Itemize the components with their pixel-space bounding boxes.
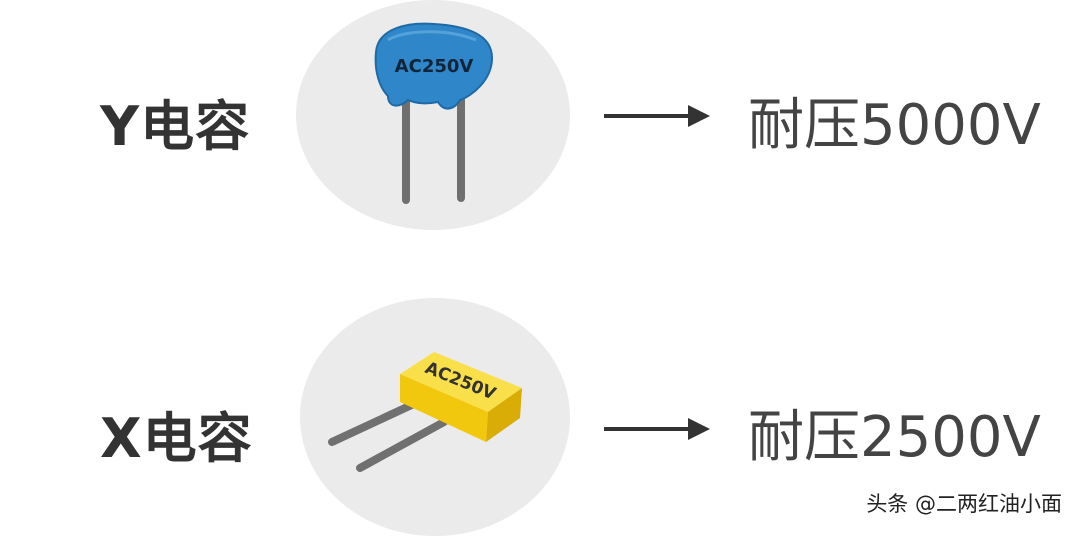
x-capacitor-illustration: AC250V [296, 290, 576, 530]
x-capacitor-label: X电容 [100, 394, 253, 473]
y-capacitor-label: Y电容 [100, 82, 250, 161]
y-capacitor-lead-left [402, 96, 410, 204]
x-capacitor-voltage: 耐压2500V [748, 392, 1041, 473]
watermark-text: 头条 @二两红油小面 [866, 488, 1062, 518]
x-capacitor-lead-lower [360, 422, 444, 468]
x-capacitor-lead-upper [332, 402, 418, 442]
y-capacitor-voltage: 耐压5000V [748, 80, 1041, 161]
y-capacitor-lead-right [457, 96, 465, 202]
y-capacitor-marking: AC250V [395, 56, 474, 77]
right-arrow-icon [600, 101, 712, 131]
right-arrow-icon [600, 414, 712, 444]
y-capacitor-illustration: AC250V [296, 0, 576, 240]
y-capacitor-row: Y电容 AC250V 耐压5000V [0, 0, 1080, 260]
